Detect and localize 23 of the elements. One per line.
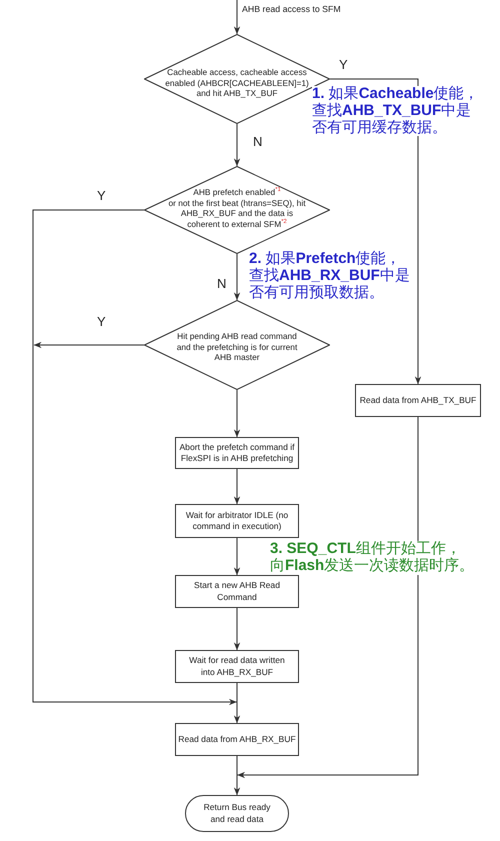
process-box: Wait for arbitrator IDLE (no command in execution) (175, 504, 299, 538)
arrow (234, 608, 240, 650)
arrow (234, 124, 240, 166)
arrow (234, 390, 240, 438)
arrow (234, 682, 240, 724)
process-box: Read data from AHB_RX_BUF (175, 723, 299, 756)
process-box: Abort the prefetch command if FlexSPI is in AHB prefetching (175, 437, 299, 469)
arrow (234, 538, 240, 576)
decision-diamond: Hit pending AHB read command and the prefetching is for current AHB master (144, 300, 330, 390)
process-box: Start a new AHB Read Command (175, 575, 299, 608)
arrow (234, 254, 240, 300)
process-box: Read data from AHB_TX_BUF (355, 384, 481, 417)
edge-label: AHB read access to SFM (242, 5, 341, 15)
arrow (237, 416, 418, 778)
arrow (32, 344, 237, 706)
arrow (234, 756, 240, 796)
arrow (234, 0, 240, 34)
terminal-box: Return Bus ready and read data (185, 795, 289, 832)
arrow (234, 468, 240, 504)
process-box: Wait for read data written into AHB_RX_BUF (175, 650, 299, 683)
connector-line (32, 210, 144, 346)
arrow (34, 342, 144, 348)
annotation-note: 2. 如果Prefetch使能，查找AHB_RX_BUF中是否有可用预取数据。 (249, 251, 412, 302)
